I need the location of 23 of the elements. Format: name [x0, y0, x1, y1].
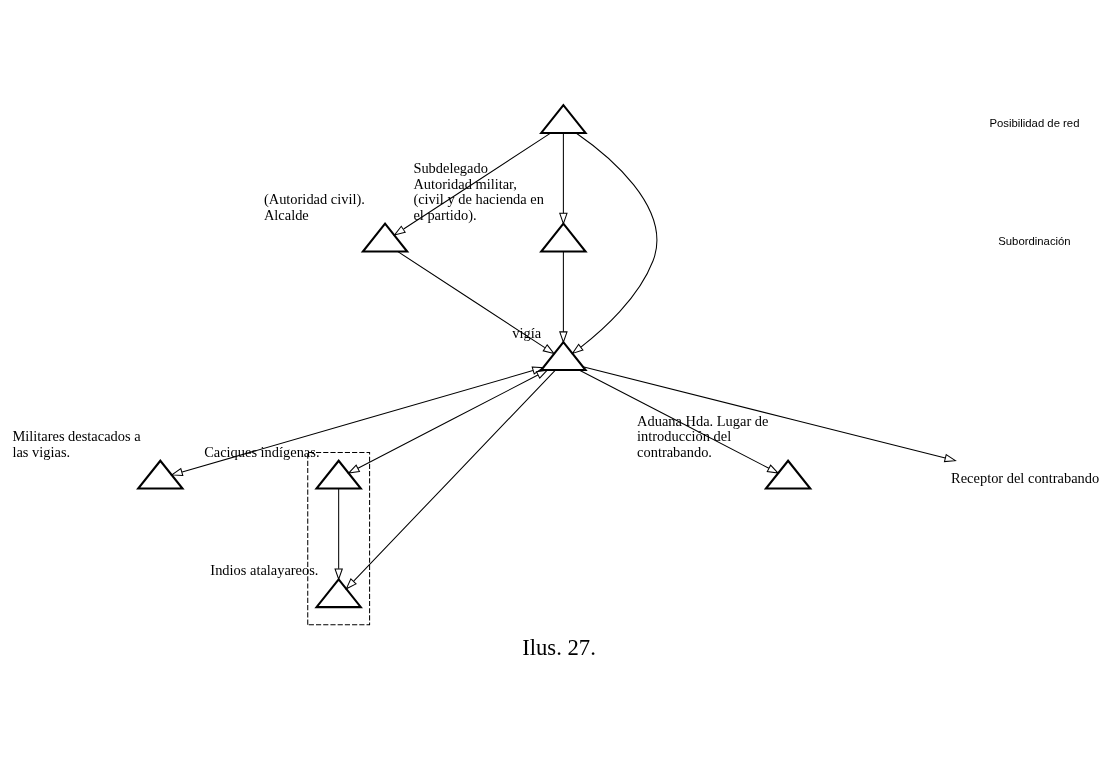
arrow: [170, 366, 545, 476]
node-label: Subdelegado: [413, 159, 488, 176]
legend-label: Subordinación: [998, 234, 1071, 247]
arrow: [579, 369, 780, 474]
arrow: [347, 368, 549, 474]
arrow: [571, 132, 658, 354]
arrow: [345, 369, 556, 590]
node-label: (Autoridad civil). Alcalde: [263, 190, 365, 223]
node-label: Militares destacados a las vigias.: [12, 427, 141, 460]
node-triangle: [539, 102, 588, 134]
node-text: Receptor del contrabando: [951, 469, 1100, 486]
node-label: Aduana Hda. Lugar de introducción del contrabando.: [637, 412, 769, 460]
node-label: Caciques indígenas.: [204, 443, 320, 460]
legend-label: Posibilidad de red: [989, 116, 1080, 129]
arrow: [559, 250, 568, 344]
node-label: Indios atalayareos.: [210, 561, 319, 578]
caption: Ilus. 27.: [522, 634, 596, 660]
arrow: [582, 365, 957, 462]
arrow: [334, 487, 343, 581]
arrow: [559, 132, 568, 225]
arrow: [393, 132, 552, 236]
arrow: [397, 250, 556, 354]
node-triangle: [539, 221, 588, 253]
